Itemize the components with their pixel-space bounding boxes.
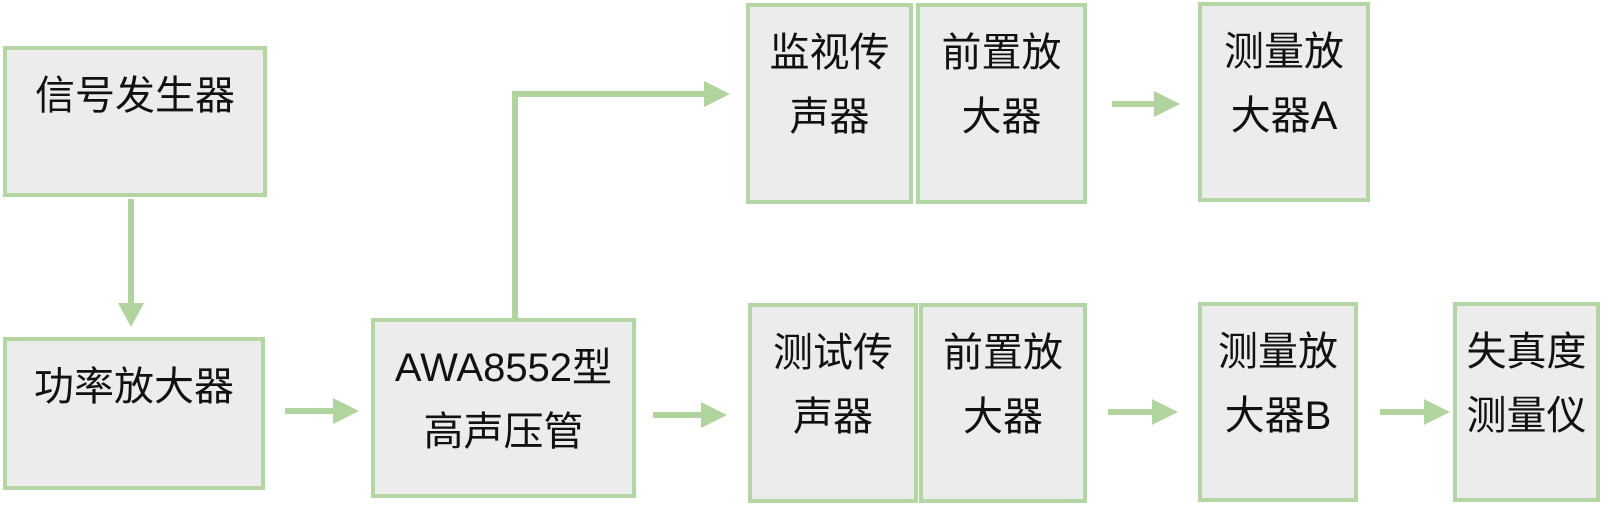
node-signal-generator: 信号发生器: [3, 46, 267, 197]
node-distortion-meter: 失真度 测量仪: [1453, 302, 1600, 502]
node-power-amplifier: 功率放大器: [3, 337, 265, 490]
node-measuring-amplifier-b: 测量放 大器B: [1198, 302, 1358, 502]
node-awa8552-tube: AWA8552型 高声压管: [371, 318, 636, 498]
node-measuring-amplifier-a: 测量放 大器A: [1198, 2, 1370, 202]
node-test-microphone: 测试传 声器: [748, 303, 918, 503]
node-preamplifier-bottom: 前置放 大器: [919, 303, 1087, 503]
node-preamplifier-top: 前置放 大器: [916, 3, 1087, 204]
node-monitor-microphone: 监视传 声器: [746, 3, 913, 204]
